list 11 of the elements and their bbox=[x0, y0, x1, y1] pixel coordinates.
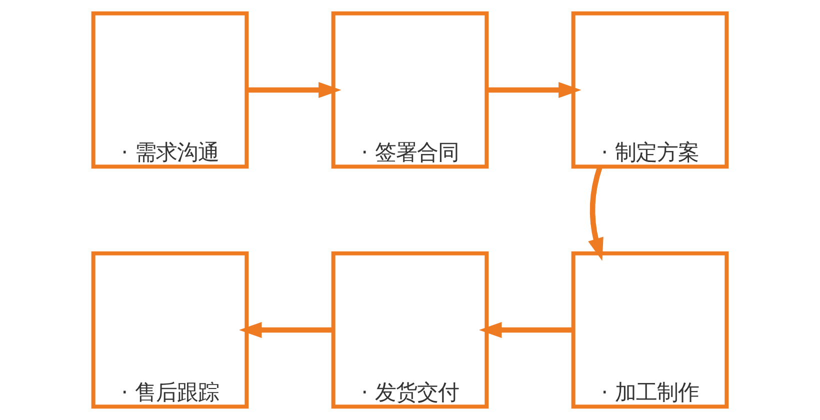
arrow bbox=[487, 82, 582, 98]
node-box: · 发货交付 bbox=[331, 251, 489, 409]
node-box: · 签署合同 bbox=[331, 11, 489, 169]
node-box: · 加工制作 bbox=[571, 251, 729, 409]
node-box: · 需求沟通 bbox=[91, 11, 249, 169]
node-box: · 售后跟踪 bbox=[91, 251, 249, 409]
arrow bbox=[247, 82, 342, 98]
arrow bbox=[588, 166, 604, 261]
node-box: · 制定方案 bbox=[571, 11, 729, 169]
arrow bbox=[239, 322, 334, 338]
arrow bbox=[479, 322, 574, 338]
